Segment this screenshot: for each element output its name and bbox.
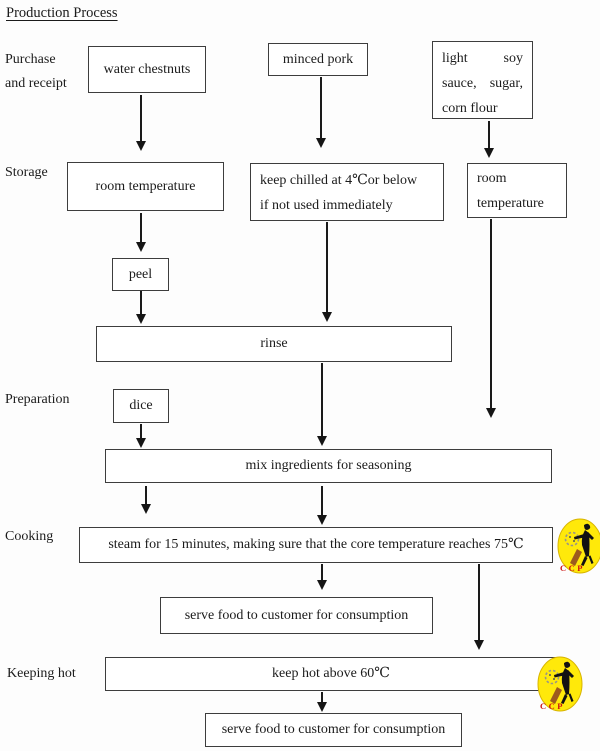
box-rinse: rinse [96, 326, 452, 362]
seasoning-line-3: corn flour [442, 101, 498, 116]
arrow-mix-to-steam-right [318, 486, 326, 525]
seasoning-line-1: light soy [442, 51, 523, 66]
box-steam: steam for 15 minutes, making sure that t… [79, 527, 553, 563]
page-title: Production Process [6, 5, 118, 21]
box-serve-after-cooking: serve food to customer for consumption [160, 597, 433, 634]
keep-chilled-line-1: keep chilled at 4℃or below [260, 173, 418, 188]
arrow-peel-to-rinse [137, 291, 145, 324]
arrow-minced-pork-to-keep-chilled [317, 77, 325, 148]
stage-label-keeping-hot: Keeping hot [7, 666, 76, 681]
arrow-water-chestnuts-to-room-temp [137, 95, 145, 151]
box-room-temperature-right: room temperature [467, 163, 567, 218]
stage-label-purchase: Purchase and receipt [5, 48, 67, 96]
room-temp-right-line-1: room [477, 171, 507, 186]
box-serve-after-keeping-hot: serve food to customer for consumption [205, 713, 462, 747]
stage-label-purchase-line2: and receipt [5, 76, 67, 91]
ccp-badge-cooking-icon: CCP [557, 518, 600, 574]
arrow-keep-chilled-to-rinse [323, 222, 331, 322]
ccp-badge-label: CCP [540, 701, 565, 711]
arrow-steam-to-serve [318, 564, 326, 590]
stage-label-cooking: Cooking [5, 529, 54, 544]
stage-label-storage: Storage [5, 165, 48, 180]
box-keep-hot: keep hot above 60℃ [105, 657, 557, 691]
arrow-rinse-to-mix [318, 363, 326, 446]
ccp-badge-keeping-hot-icon: CCP [537, 656, 583, 712]
arrow-dice-to-mix [137, 424, 145, 448]
keep-chilled-line-2: if not used immediately [260, 198, 393, 213]
stage-label-purchase-line1: Purchase [5, 52, 56, 67]
box-keep-chilled: keep chilled at 4℃or below if not used i… [250, 163, 444, 221]
arrow-steam-to-keep-hot [475, 564, 483, 650]
arrow-mix-to-steam-left [142, 486, 150, 514]
arrow-room-temp-right-to-mix [487, 219, 495, 418]
arrow-keep-hot-to-serve [318, 692, 326, 712]
room-temp-right-line-2: temperature [477, 196, 544, 211]
box-water-chestnuts: water chestnuts [88, 46, 206, 93]
box-seasoning-ingredients: light soy sauce, sugar, corn flour [432, 41, 533, 119]
box-mix-ingredients: mix ingredients for seasoning [105, 449, 552, 483]
arrow-seasoning-to-room-temp [485, 121, 493, 158]
box-dice: dice [113, 389, 169, 423]
box-peel: peel [112, 258, 169, 291]
box-room-temperature-left: room temperature [67, 162, 224, 211]
ccp-badge-label: CCP [560, 563, 585, 573]
box-minced-pork: minced pork [268, 43, 368, 76]
seasoning-line-2: sauce, sugar, [442, 76, 523, 91]
arrow-room-temp-to-peel [137, 213, 145, 252]
stage-label-preparation: Preparation [5, 392, 70, 407]
